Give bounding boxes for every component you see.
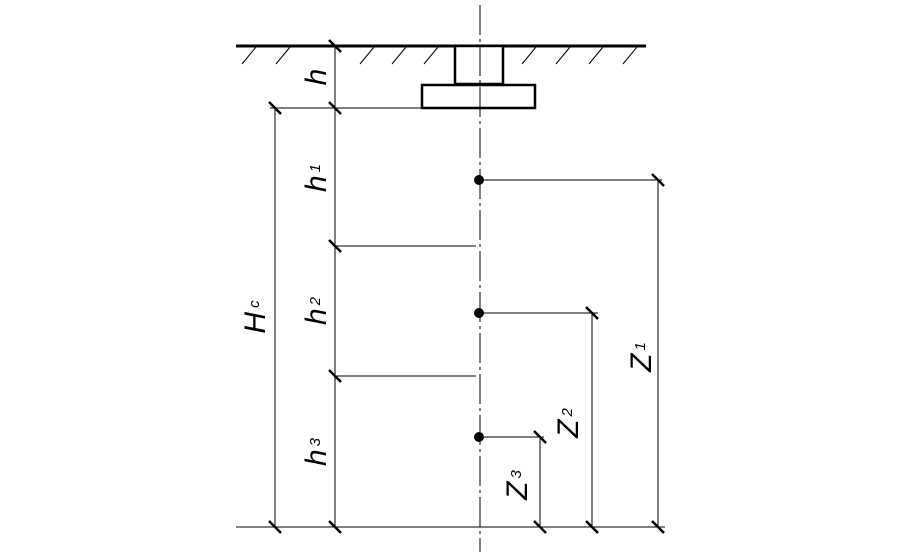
footing-slab xyxy=(420,83,537,110)
label-h: h xyxy=(300,69,333,86)
layer-centre-points xyxy=(474,175,484,442)
labels: h h1 h2 h3 Hc Z1 Z2 Z3 xyxy=(239,69,658,501)
point-z2 xyxy=(474,308,484,318)
label-z2: Z2 xyxy=(552,408,585,439)
label-h3: h3 xyxy=(300,437,333,466)
label-z1: Z1 xyxy=(625,342,658,373)
point-z3 xyxy=(474,432,484,442)
dimension-lines xyxy=(274,46,659,527)
label-z3: Z3 xyxy=(501,470,534,501)
label-h1: h1 xyxy=(300,164,333,192)
label-h2: h2 xyxy=(300,296,333,325)
ground-surface xyxy=(236,44,646,65)
foundation xyxy=(420,44,537,110)
point-z1 xyxy=(474,175,484,185)
column-stem xyxy=(453,44,505,86)
dimension-ticks xyxy=(268,39,665,534)
label-h-main: h xyxy=(300,69,333,86)
label-hc: Hc xyxy=(239,300,272,334)
